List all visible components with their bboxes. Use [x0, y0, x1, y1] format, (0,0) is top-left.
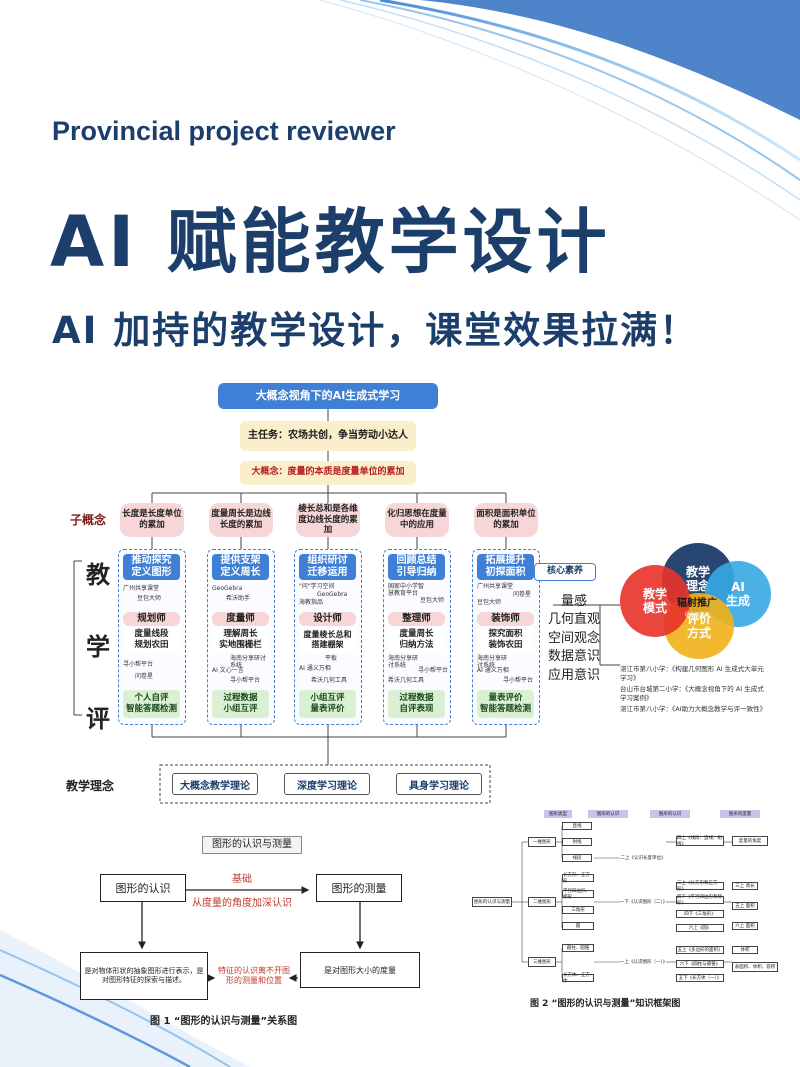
figure1-title: 图形的认识与测量	[202, 836, 302, 854]
circle-center-sub: 评价与教学	[684, 611, 710, 618]
subconcept-label: 子概念	[70, 513, 107, 527]
phase-column-2: 提供支架 定义周长 GeoGebra 希沃助手 度量师 理解周长 实地围栅栏 海…	[207, 549, 275, 725]
phase-header: 组织研讨 迁移运用	[299, 554, 356, 580]
figure-2: 图形类型 图形的认识 图形的认识 图形的度量 图形的认识与测量 一维图形 二维图…	[470, 806, 782, 1016]
circle-center: 辐射推广	[677, 597, 717, 609]
phase-role: 度量师	[212, 612, 269, 626]
figure1-bottom-left: 是对物体形状的抽象图形进行表示，是对图形特征的探索与描述。	[80, 952, 208, 1000]
phase-header: 提供支架 定义周长	[212, 554, 269, 580]
page-title: AI 赋能教学设计	[50, 201, 611, 283]
phase-column-4: 回顾总结 引导归纳 国家中小学智慧教育平台 豆包大师 整理师 度量周长 归纳方法…	[383, 549, 451, 725]
phase-header: 推动探究 定义图形	[123, 554, 180, 580]
figure1-base-label: 基础	[232, 874, 252, 885]
theory-label: 教学理念	[66, 779, 115, 793]
figure1-caption: 图 1 “图形的认识与测量”关系图	[150, 1016, 298, 1027]
figure1-bottom-right: 是对图形大小的度量	[300, 952, 420, 988]
figure1-arrows	[138, 886, 364, 982]
phase-eval: 过程数据 自评表现	[388, 690, 445, 718]
phase-eval: 过程数据 小组互评	[212, 690, 269, 718]
phase-task: 理解周长 实地围栅栏	[212, 627, 269, 653]
phase-column-3: 组织研讨 迁移运用 "问"学习空间 GeoGebra 海教指品 设计师 度量棱长…	[294, 549, 362, 725]
subconcept-1: 长度是长度单位的累加	[120, 503, 184, 537]
phase-task: 度量棱长总和 搭建棚架	[299, 627, 356, 653]
circle-ai-generation: AI 生成	[705, 561, 771, 627]
phase-eval: 个人自评 智能答题检测	[123, 690, 180, 718]
phase-task: 度量周长 归纳方法	[388, 627, 445, 653]
theory-deep-learning: 深度学习理论	[284, 773, 370, 795]
diagram-top-title: 大概念视角下的AI生成式学习	[218, 383, 438, 409]
figure-1: 图形的认识与测量 图形的认识 图形的测量 基础 从度量的角度加深认识 是对物体形…	[76, 830, 436, 1030]
theory-embodied: 具身学习理论	[396, 773, 482, 795]
subconcept-4: 化归思想在度量中的应用	[385, 503, 449, 537]
phase-role: 规划师	[123, 612, 180, 626]
big-concept-box: 大概念：度量的本质是度量单位的累加	[240, 461, 416, 485]
theory-big-concept: 大概念教学理论	[172, 773, 258, 795]
diagram-connectors	[73, 409, 620, 804]
figure2-root: 图形的认识与测量	[472, 897, 512, 907]
core-label: 核心素养	[534, 563, 596, 581]
core-items: 量感 几何直观 空间观念 数据意识 应用意识	[547, 594, 600, 683]
main-task-box: 主任务：农场共创，争当劳动小达人	[240, 421, 416, 451]
right-note-1: 湛江市第八小学：《构建几何图形 AI 生成式大单元学习》	[620, 665, 764, 682]
kicker-text: Provincial project reviewer	[52, 116, 396, 146]
main-diagram: 大概念视角下的AI生成式学习 主任务：农场共创，争当劳动小达人 大概念：度量的本…	[60, 365, 772, 827]
right-note-2: 台山市台城第二小学：《大概念视角下的 AI 生成式学习案例》	[620, 685, 764, 702]
phase-column-5: 拓展提升 初探面积 广州共享课堂 问卷星 豆包大师 装饰师 探究面积 装饰农田 …	[472, 549, 540, 725]
figure1-right-node: 图形的测量	[316, 874, 402, 902]
phase-role: 设计师	[299, 612, 356, 626]
figure2-caption: 图 2 “图形的认识与测量”知识框架图	[530, 999, 681, 1009]
phase-eval: 量表评价 智能答题检测	[477, 690, 534, 718]
figure1-deepen-label: 从度量的角度加深认识	[192, 898, 292, 909]
side-char-learn: 学	[86, 632, 110, 661]
side-char-evaluate: 评	[86, 704, 110, 733]
figure1-left-node: 图形的认识	[100, 874, 186, 902]
phase-eval: 小组互评 量表评价	[299, 690, 356, 718]
phase-column-1: 推动探究 定义图形 广州共享课堂 豆包大师 规划师 度量线段 规划农田 寻小帮平…	[118, 549, 186, 725]
right-note-3: 湛江市第八小学：《AI助力大概念教学与评一致性》	[620, 705, 767, 713]
side-char-teach: 教	[86, 560, 110, 589]
subconcept-5: 面积是面积单位的累加	[474, 503, 538, 537]
phase-role: 装饰师	[477, 612, 534, 626]
phase-task: 探究面积 装饰农田	[477, 627, 534, 653]
circle-teaching-model: 教学 模式	[620, 565, 690, 637]
figure1-bottom-mid: 特征的认识离不开图形的测量和位置	[218, 966, 290, 986]
subconcept-2: 度量周长是边线长度的累加	[209, 503, 273, 537]
subconcept-3: 棱长总和是各维度边线长度的累加	[296, 503, 360, 537]
phase-task: 度量线段 规划农田	[123, 627, 180, 653]
phase-header: 拓展提升 初探面积	[477, 554, 534, 580]
phase-role: 整理师	[388, 612, 445, 626]
page-subtitle: AI 加持的教学设计，课堂效果拉满！	[52, 309, 699, 352]
phase-header: 回顾总结 引导归纳	[388, 554, 445, 580]
